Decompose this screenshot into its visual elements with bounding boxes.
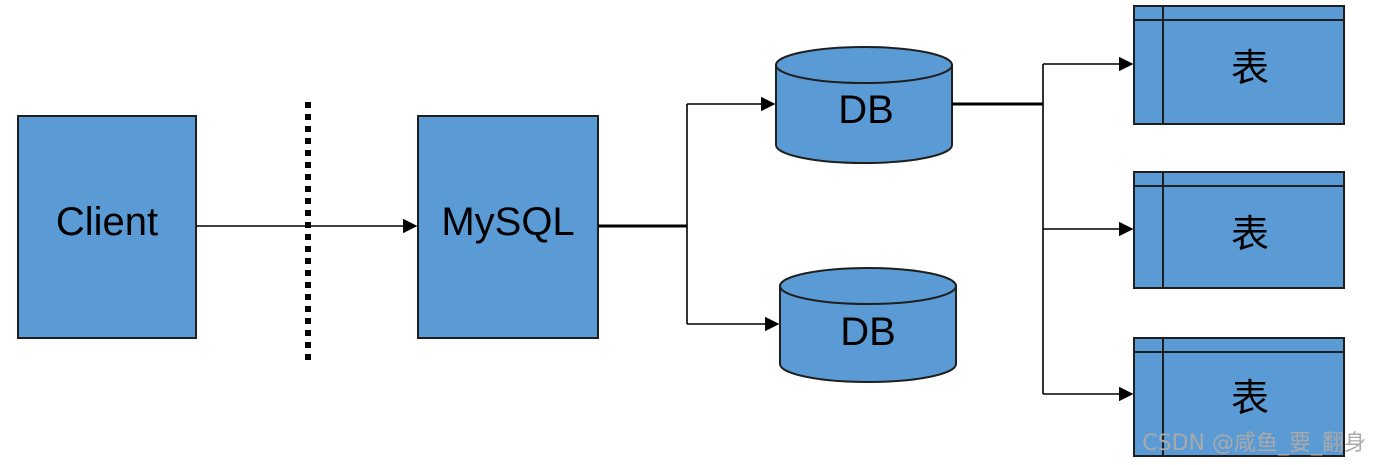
table-node-3: 表 bbox=[1133, 337, 1345, 457]
table-3-label: 表 bbox=[1231, 376, 1269, 420]
mysql-node: MySQL bbox=[417, 115, 599, 339]
db-1-label: DB bbox=[838, 88, 894, 132]
table-1-label: 表 bbox=[1231, 46, 1269, 90]
client-label: Client bbox=[56, 200, 158, 244]
table-node-1: 表 bbox=[1133, 5, 1345, 125]
csdn-watermark: CSDN @咸鱼_要_翻身 bbox=[1142, 431, 1366, 456]
mysql-to-db-connector bbox=[598, 96, 780, 332]
db-cylinder-2: DB bbox=[779, 267, 957, 383]
client-node: Client bbox=[17, 115, 197, 339]
db-2-label: DB bbox=[840, 310, 896, 354]
mysql-label: MySQL bbox=[441, 200, 574, 244]
table-node-2: 表 bbox=[1133, 171, 1345, 289]
db-to-tables-connector bbox=[952, 56, 1134, 402]
table-2-label: 表 bbox=[1231, 212, 1269, 256]
db-cylinder-1: DB bbox=[775, 46, 953, 164]
